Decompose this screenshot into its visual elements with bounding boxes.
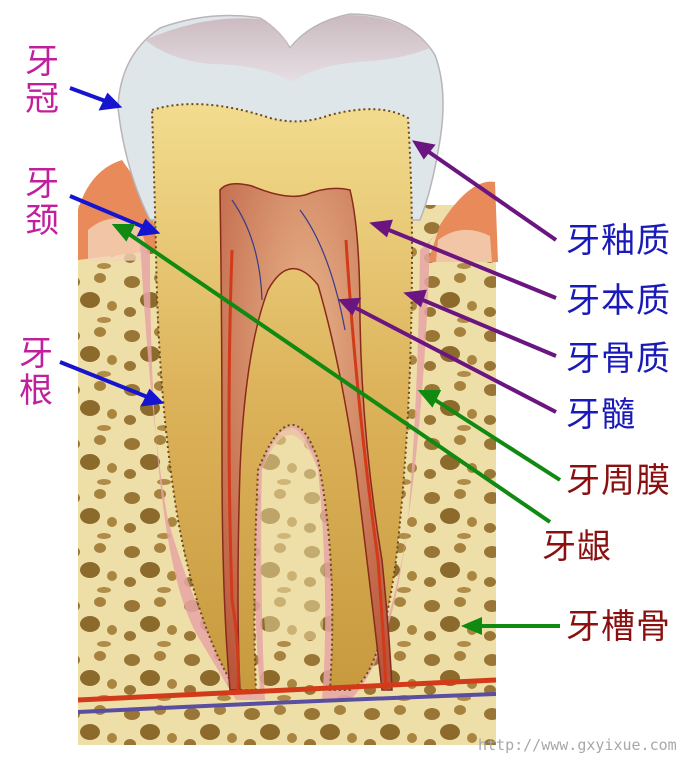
label-root-char-1: 牙: [19, 334, 53, 374]
purple-arrows: [337, 140, 558, 414]
label-gingiva: 牙龈: [542, 527, 612, 567]
label-cementum: 牙骨质: [566, 339, 671, 379]
label-neck-char-2: 颈: [25, 200, 59, 241]
label-periodontal-membrane: 牙周膜: [566, 461, 671, 501]
label-pulp: 牙髓: [566, 395, 636, 435]
label-alveolar-bone: 牙槽骨: [566, 607, 671, 647]
green-arrows: [111, 224, 562, 636]
label-root: 牙 根: [16, 336, 56, 409]
label-neck-char-1: 牙: [25, 164, 59, 204]
label-dentin: 牙本质: [566, 281, 671, 321]
artery-shape: [77, 677, 497, 703]
blue-arrows: [59, 86, 165, 407]
label-crown: 牙 冠: [22, 44, 62, 117]
label-root-char-2: 根: [19, 370, 53, 411]
watermark-url: http://www.gxyixue.com: [478, 736, 677, 754]
vein-shape: [77, 692, 497, 714]
label-crown-char-1: 牙: [25, 42, 59, 82]
label-crown-char-2: 冠: [25, 78, 59, 119]
label-neck: 牙 颈: [22, 166, 62, 239]
label-enamel: 牙釉质: [566, 221, 671, 261]
